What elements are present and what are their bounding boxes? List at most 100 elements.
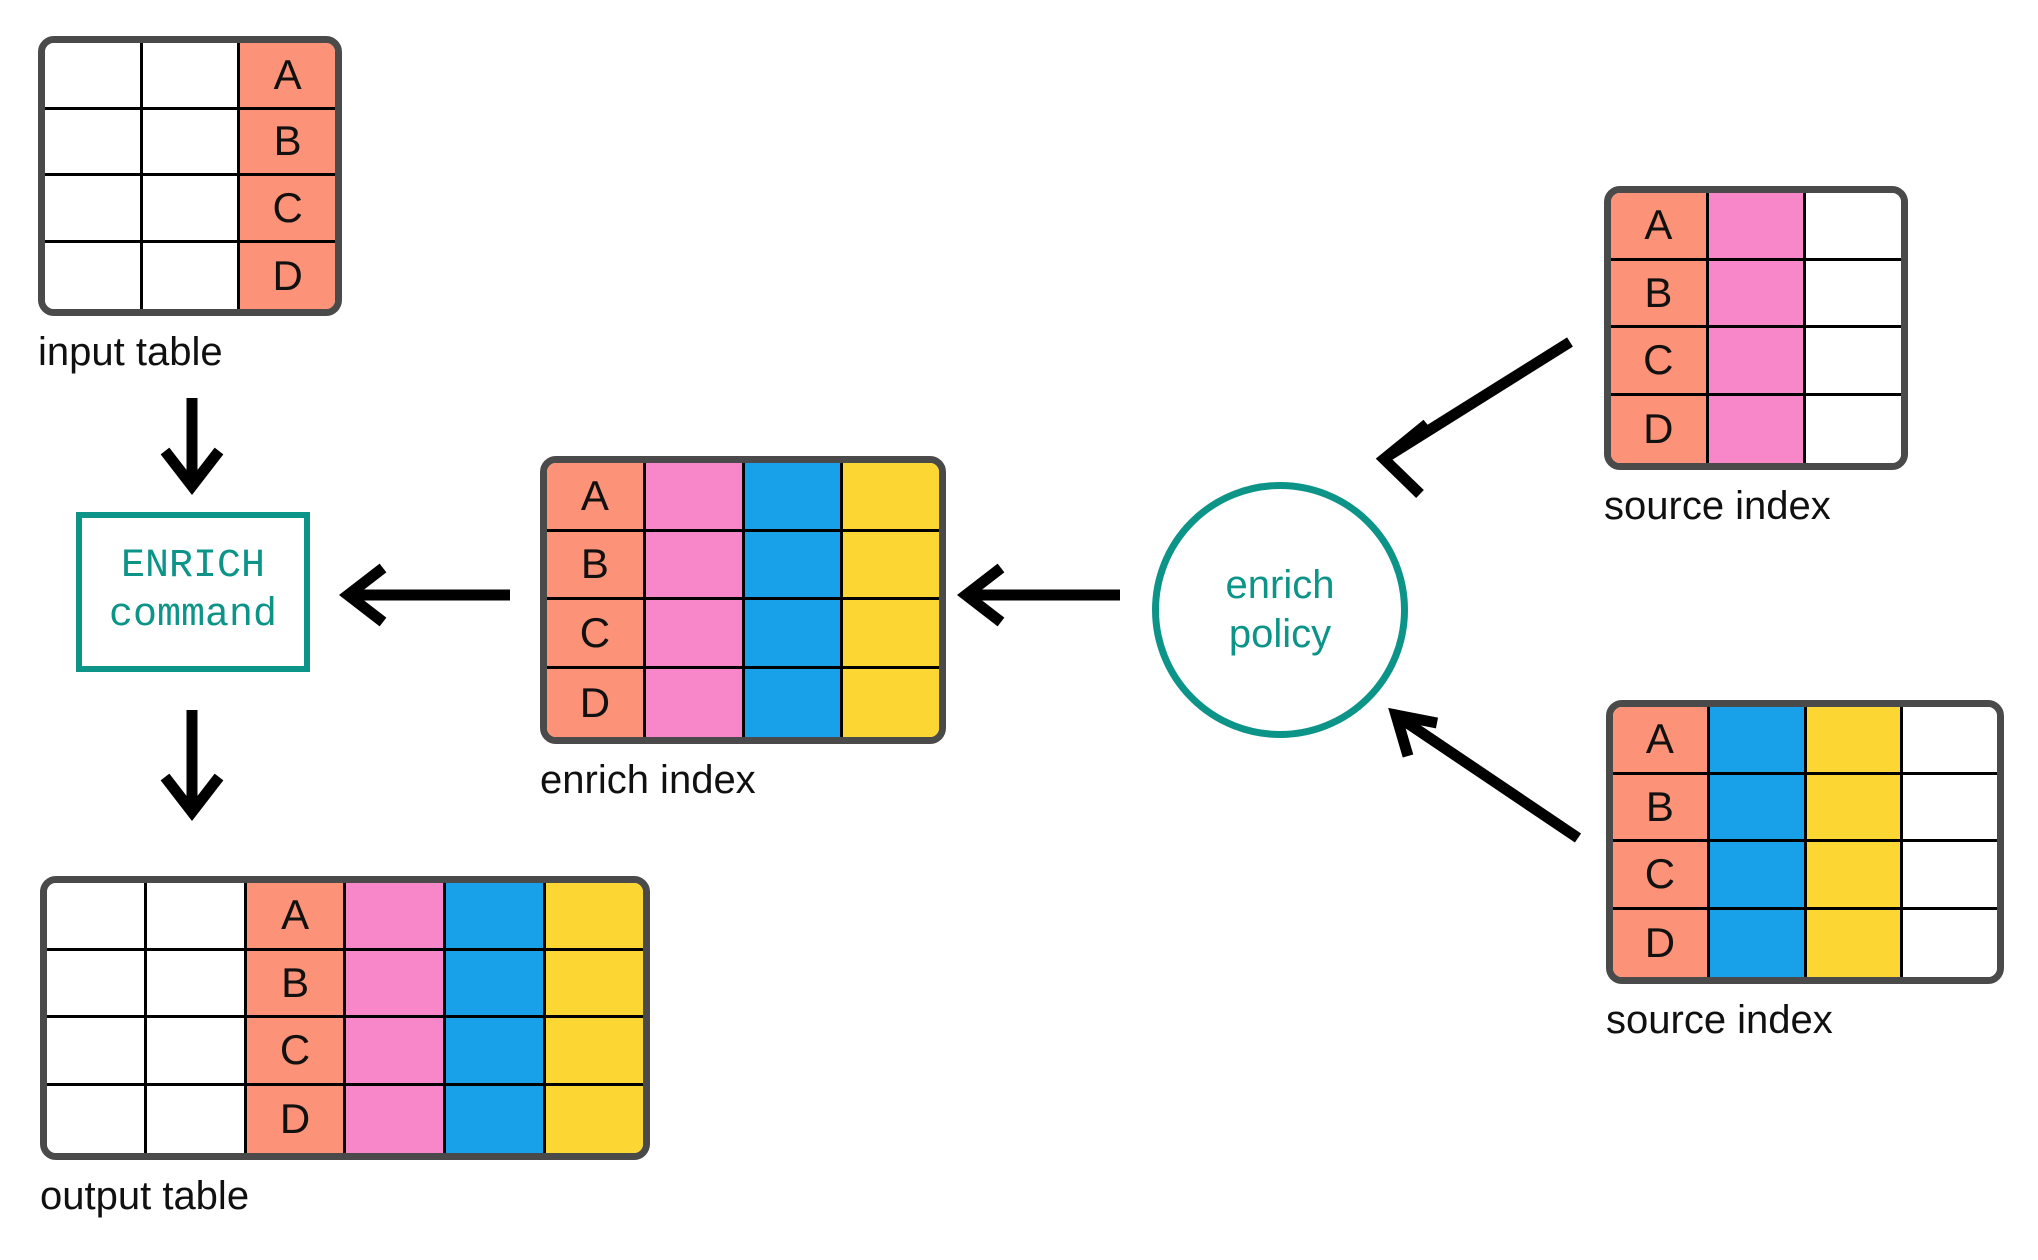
enrich-command-box[interactable]: ENRICH command: [76, 512, 310, 672]
cell-input-r4c3: D: [240, 242, 335, 309]
cell-src-bot-r1c2: [1709, 707, 1807, 775]
cell-output-r4c1: [47, 1085, 147, 1153]
cell-src-top-r1c2: [1708, 193, 1807, 261]
cell-input-r4c1: [45, 242, 143, 309]
cell-enrich-r3c4: [843, 600, 939, 669]
cell-enrich-r2c2: [645, 531, 745, 600]
arrow-source-bottom-to-policy: [1388, 707, 1582, 843]
cell-output-r3c3: C: [246, 1018, 347, 1086]
cell-src-top-r2c1: B: [1611, 260, 1709, 328]
cell-enrich-r2c3: [744, 531, 844, 600]
table-row: B: [47, 950, 643, 1018]
source-index-bottom-caption: source index: [1606, 998, 1833, 1042]
cell-src-top-r3c1: C: [1611, 328, 1709, 396]
enrich-policy-node[interactable]: enrich policy: [1152, 482, 1408, 738]
enrich-policy-line2: policy: [1228, 612, 1332, 656]
cell-output-r3c6: [546, 1018, 643, 1086]
cell-enrich-r1c3: [744, 463, 844, 532]
cell-input-r2c3: B: [240, 109, 335, 176]
arrow-source-top-to-policy: [1375, 337, 1573, 498]
cell-input-r1c1: [45, 43, 143, 110]
arrow-enrich-index-to-command: [338, 563, 510, 627]
cell-enrich-r3c3: [744, 600, 844, 669]
table-row: A: [45, 43, 335, 110]
arrow-input-to-command: [160, 398, 224, 496]
source-index-top-block: A B C D source index: [1604, 186, 1908, 529]
cell-src-bot-r3c3: [1806, 842, 1904, 910]
cell-output-r1c4: [346, 883, 447, 951]
cell-enrich-r4c2: [645, 668, 745, 737]
cell-output-r2c2: [146, 950, 247, 1018]
cell-output-r3c1: [47, 1018, 147, 1086]
cell-output-r1c1: [47, 883, 147, 951]
source-index-top-table: A B C D: [1604, 186, 1908, 470]
arrow-command-to-output: [160, 710, 224, 822]
table-row: C: [547, 600, 939, 669]
source-index-bottom-block: A B C D so: [1606, 700, 2004, 1043]
cell-enrich-r3c2: [645, 600, 745, 669]
cell-input-r3c3: C: [240, 176, 335, 243]
cell-enrich-r1c1: A: [547, 463, 646, 532]
cell-src-top-r3c3: [1806, 328, 1901, 396]
cell-enrich-r2c1: B: [547, 531, 646, 600]
cell-src-top-r2c2: [1708, 260, 1807, 328]
table-row: D: [547, 668, 939, 737]
cell-src-top-r4c2: [1708, 395, 1807, 463]
table-row: B: [45, 109, 335, 176]
table-row: D: [1611, 395, 1901, 463]
table-row: A: [1611, 193, 1901, 261]
cell-src-bot-r3c2: [1709, 842, 1807, 910]
arrow-policy-to-enrich-index: [956, 563, 1120, 627]
cell-src-bot-r4c3: [1806, 909, 1904, 977]
table-row: B: [547, 531, 939, 600]
cell-output-r4c5: [446, 1085, 547, 1153]
input-table: A B C D: [38, 36, 342, 316]
table-row: D: [45, 242, 335, 309]
enrich-policy-line1: enrich: [1225, 563, 1335, 608]
enrich-index-block: A B C D en: [540, 456, 946, 803]
cell-output-r1c3: A: [246, 883, 347, 951]
cell-output-r2c4: [346, 950, 447, 1018]
cell-src-bot-r1c1: A: [1613, 707, 1710, 775]
cell-input-r2c1: [45, 109, 143, 176]
cell-src-top-r1c1: A: [1611, 193, 1709, 261]
cell-enrich-r4c1: D: [547, 668, 646, 737]
cell-src-top-r4c1: D: [1611, 395, 1709, 463]
cell-input-r4c2: [142, 242, 241, 309]
cell-output-r4c6: [546, 1085, 643, 1153]
cell-input-r1c3: A: [240, 43, 335, 110]
cell-src-bot-r2c3: [1806, 774, 1904, 842]
cell-src-bot-r1c4: [1903, 707, 1997, 775]
cell-src-bot-r3c4: [1903, 842, 1997, 910]
cell-input-r3c2: [142, 176, 241, 243]
cell-src-top-r1c3: [1806, 193, 1901, 261]
input-table-block: A B C D input table: [38, 36, 342, 375]
cell-enrich-r1c2: [645, 463, 745, 532]
table-row: A: [547, 463, 939, 532]
cell-output-r2c3: B: [246, 950, 347, 1018]
table-row: D: [1613, 909, 1997, 977]
table-row: A: [1613, 707, 1997, 775]
cell-enrich-r4c4: [843, 668, 939, 737]
enrich-index-caption: enrich index: [540, 758, 756, 802]
cell-output-r2c6: [546, 950, 643, 1018]
cell-src-bot-r2c4: [1903, 774, 1997, 842]
cell-src-top-r2c3: [1806, 260, 1901, 328]
source-index-bottom-table: A B C D: [1606, 700, 2004, 984]
cell-enrich-r1c4: [843, 463, 939, 532]
enrich-index-table: A B C D: [540, 456, 946, 744]
cell-input-r1c2: [142, 43, 241, 110]
table-row: C: [1613, 842, 1997, 910]
cell-enrich-r2c4: [843, 531, 939, 600]
cell-enrich-r4c3: [744, 668, 844, 737]
cell-output-r3c5: [446, 1018, 547, 1086]
source-index-top-caption: source index: [1604, 484, 1831, 528]
cell-output-r1c6: [546, 883, 643, 951]
output-table-caption: output table: [40, 1174, 250, 1218]
output-table: A B C: [40, 876, 650, 1160]
cell-output-r2c5: [446, 950, 547, 1018]
cell-input-r3c1: [45, 176, 143, 243]
table-row: D: [47, 1085, 643, 1153]
table-row: C: [47, 1018, 643, 1086]
